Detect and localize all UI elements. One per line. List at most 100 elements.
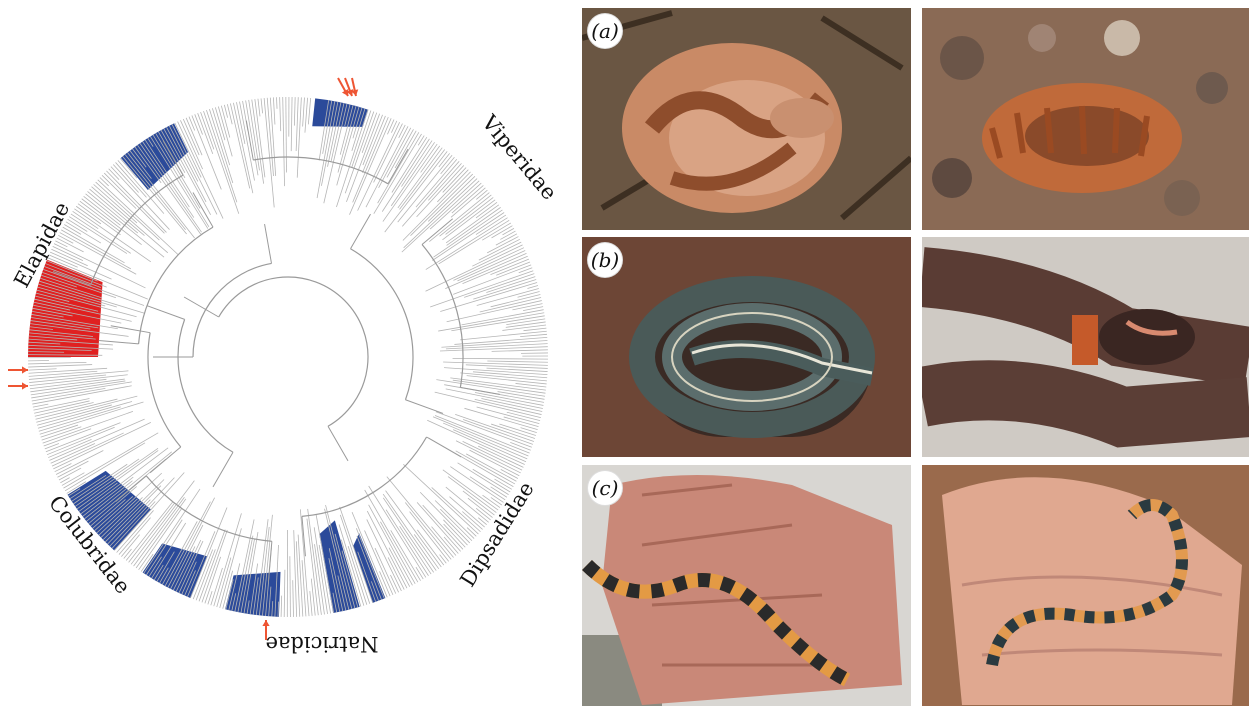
tip-branch (440, 283, 537, 312)
tip-branch (496, 234, 517, 245)
photo-copperhead: (a) (582, 8, 911, 230)
internal-branch (184, 297, 219, 317)
tip-branch (478, 518, 486, 525)
tip-branch (499, 424, 536, 436)
internal-branch (265, 224, 272, 263)
internal-arc (219, 277, 368, 426)
tip-branch (33, 404, 48, 407)
internal-arc (148, 333, 181, 447)
tip-branch (385, 151, 447, 232)
tip-branch (189, 117, 195, 131)
tip-branch (30, 375, 128, 386)
tip-branch (440, 555, 447, 564)
photo-ringed-snake-palm (922, 465, 1249, 706)
internal-arc (139, 227, 213, 344)
tip-branch (403, 464, 478, 534)
internal-arc (302, 437, 427, 516)
tip-branch (383, 494, 436, 571)
tip-branch (290, 556, 291, 617)
tip-branch (224, 105, 227, 118)
tip-branch (198, 113, 213, 154)
tip-branch (211, 568, 223, 605)
internal-branch (213, 452, 233, 487)
tip-branch (457, 251, 525, 281)
tip-branch (435, 500, 474, 538)
internal-branch (328, 426, 348, 461)
tip-branch (426, 245, 523, 291)
tip-branch (429, 193, 489, 242)
tip-branch (258, 99, 260, 117)
tip-branch (399, 125, 406, 138)
clade-wedge (312, 98, 368, 126)
tip-branch (446, 205, 499, 243)
tip-branch (305, 98, 308, 133)
label-viperidae: Viperidae (477, 110, 562, 205)
tip-branch (395, 131, 416, 168)
tip-branch (294, 97, 295, 125)
tip-branch (438, 313, 544, 331)
circular-phylogenetic-tree: Elapidae Viperidae Dipsadidae Natricidae… (0, 0, 570, 706)
tip-branch (233, 103, 252, 193)
tip-branch (453, 248, 523, 281)
tip-branch (286, 97, 287, 172)
tip-branch (411, 174, 473, 236)
internal-arc (178, 319, 233, 452)
tip-branch (472, 242, 521, 266)
tip-branch (45, 444, 59, 449)
internal-branch (147, 306, 185, 320)
tip-branch (68, 219, 88, 231)
internal-branch (388, 149, 408, 184)
tip-branch (34, 401, 89, 413)
tip-branch (432, 527, 456, 556)
tip-branch (230, 103, 249, 188)
tip-branch (500, 231, 515, 239)
tip-branch (389, 548, 410, 587)
tip-branch (59, 468, 81, 480)
tip-branch (76, 206, 101, 224)
tip-branch (273, 97, 275, 124)
tip-branch (491, 295, 541, 307)
tip-branch (291, 97, 292, 151)
tip-branch (453, 265, 531, 295)
internal-branch (99, 340, 139, 343)
tip-branch (527, 286, 538, 289)
tip-branch (303, 98, 305, 127)
tip-branch (308, 98, 310, 124)
tip-branch (506, 322, 546, 327)
internal-arc (193, 263, 272, 357)
tip-branch (403, 172, 471, 241)
tip-branch (520, 334, 547, 336)
internal-arc (422, 245, 463, 388)
tip-branch (479, 239, 520, 260)
internal-arc (351, 249, 414, 400)
tip-branch (463, 491, 495, 515)
tip-branch (453, 430, 526, 462)
tip-branch (462, 511, 482, 529)
tip-branch (55, 241, 67, 247)
arrow-marker (8, 382, 28, 389)
tip-branch (444, 537, 458, 553)
photo-death-adder (922, 8, 1249, 230)
tip-branch (96, 182, 160, 240)
tip-branch (296, 97, 298, 151)
tip-branch (473, 280, 536, 300)
photo-striped-racer: (b) (582, 237, 911, 457)
tip-branch (28, 362, 86, 364)
tip-branch (28, 365, 92, 367)
tip-branch (284, 570, 285, 617)
tip-branch (270, 98, 275, 176)
tip-branch (57, 461, 88, 477)
phylogeny-panel: Elapidae Viperidae Dipsadidae Natricidae… (0, 0, 570, 706)
tip-branch (307, 519, 318, 616)
tip-branch (293, 580, 294, 617)
tip-branch (28, 369, 56, 370)
tip-branch (418, 136, 424, 146)
tip-branch (482, 223, 511, 240)
tip-branch (416, 567, 423, 579)
tip-branch (523, 328, 546, 331)
tip-branch (473, 469, 510, 492)
arrow-marker (8, 366, 28, 373)
tip-branch (100, 178, 109, 186)
tip-branch (487, 361, 548, 362)
tip-branch (29, 371, 98, 376)
